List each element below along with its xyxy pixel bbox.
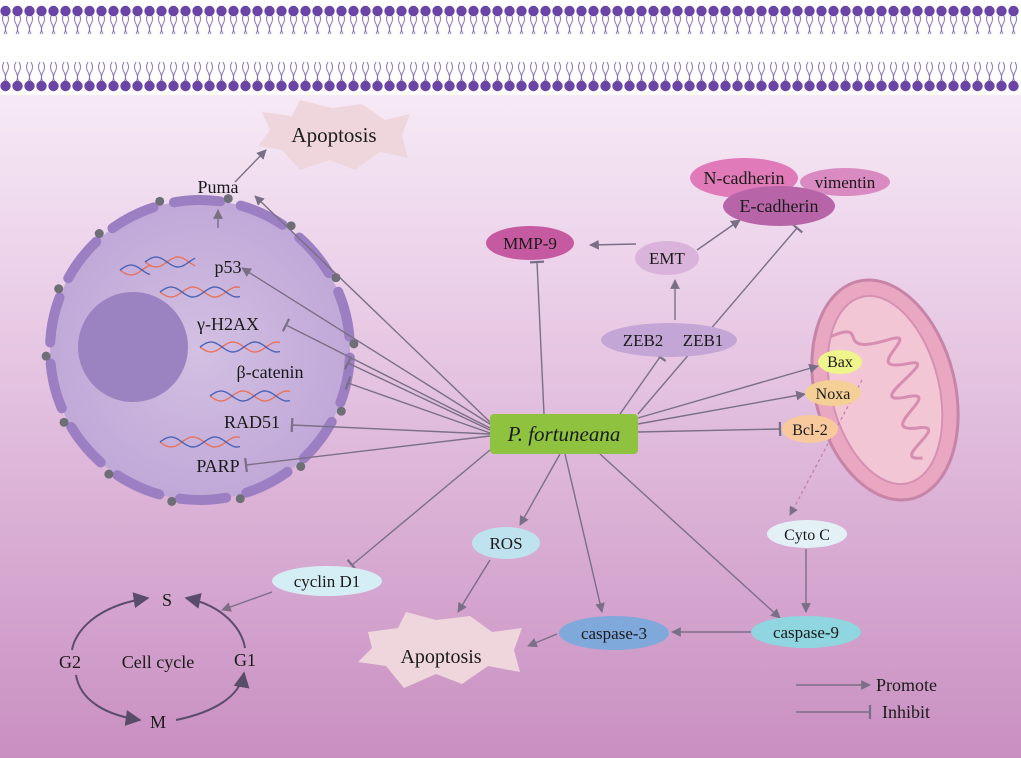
vimentin-label: vimentin xyxy=(815,173,876,192)
e-cadherin-node: E-cadherin xyxy=(723,186,835,226)
cyto-c-node: Cyto C xyxy=(767,520,847,548)
caspase3-label: caspase-3 xyxy=(581,624,647,643)
apoptosis-bottom-node: Apoptosis xyxy=(358,612,522,688)
gamma-h2ax-label: γ-H2AX xyxy=(196,314,259,334)
beta-catenin-label: β-catenin xyxy=(236,362,303,382)
puma-label: Puma xyxy=(197,177,238,197)
ros-node: ROS xyxy=(472,527,540,559)
bcl2-label: Bcl-2 xyxy=(792,422,828,439)
mmp9-node: MMP-9 xyxy=(486,226,574,260)
e-cadherin-label: E-cadherin xyxy=(740,196,819,216)
cell-cycle-s-label: S xyxy=(162,590,172,610)
mitochondrion xyxy=(810,278,960,502)
ros-label: ROS xyxy=(489,534,522,553)
cell-membrane xyxy=(0,5,1019,92)
noxa-node: Noxa xyxy=(805,380,861,406)
n-cadherin-label: N-cadherin xyxy=(704,168,785,188)
zeb2-label: ZEB2 xyxy=(623,331,664,350)
cell-cycle-g1-label: G1 xyxy=(234,650,256,670)
p53-label: p53 xyxy=(215,257,242,277)
apoptosis-bottom-label: Apoptosis xyxy=(400,646,481,668)
caspase9-node: caspase-9 xyxy=(751,616,861,648)
apoptosis-top-node: Apoptosis xyxy=(258,100,410,170)
dna-helices xyxy=(119,256,291,448)
zeb-node: ZEB2 ZEB1 xyxy=(601,323,737,357)
caspase3-node: caspase-3 xyxy=(559,616,669,650)
nucleolus xyxy=(78,292,188,402)
legend-promote-label: Promote xyxy=(876,675,937,695)
emt-node: EMT xyxy=(635,241,699,275)
nucleus xyxy=(41,194,359,506)
legend: Promote Inhibit xyxy=(796,675,937,722)
vimentin-node: vimentin xyxy=(800,168,890,196)
cyclin-d1-node: cyclin D1 xyxy=(272,566,382,596)
rad51-label: RAD51 xyxy=(224,412,280,432)
mmp9-label: MMP-9 xyxy=(503,234,557,253)
bax-label: Bax xyxy=(827,354,853,371)
legend-inhibit-label: Inhibit xyxy=(882,702,930,722)
cell-cycle-m-label: M xyxy=(150,712,166,732)
p-fortuneana-label: P. fortuneana xyxy=(507,422,621,446)
cyto-c-label: Cyto C xyxy=(784,527,830,544)
emt-label: EMT xyxy=(649,249,686,268)
apoptosis-top-label: Apoptosis xyxy=(291,123,376,147)
p-fortuneana-node: P. fortuneana xyxy=(490,414,638,454)
bax-node: Bax xyxy=(818,350,862,374)
zeb1-label: ZEB1 xyxy=(683,331,724,350)
parp-label: PARP xyxy=(196,456,239,476)
cell-cycle-g2-label: G2 xyxy=(59,652,81,672)
noxa-label: Noxa xyxy=(816,386,851,403)
cell-cycle-title: Cell cycle xyxy=(122,652,194,672)
bcl2-node: Bcl-2 xyxy=(782,415,838,443)
caspase9-label: caspase-9 xyxy=(773,623,839,642)
cyclin-d1-label: cyclin D1 xyxy=(294,572,361,591)
cell-cycle: S G2 G1 M Cell cycle xyxy=(59,590,256,732)
